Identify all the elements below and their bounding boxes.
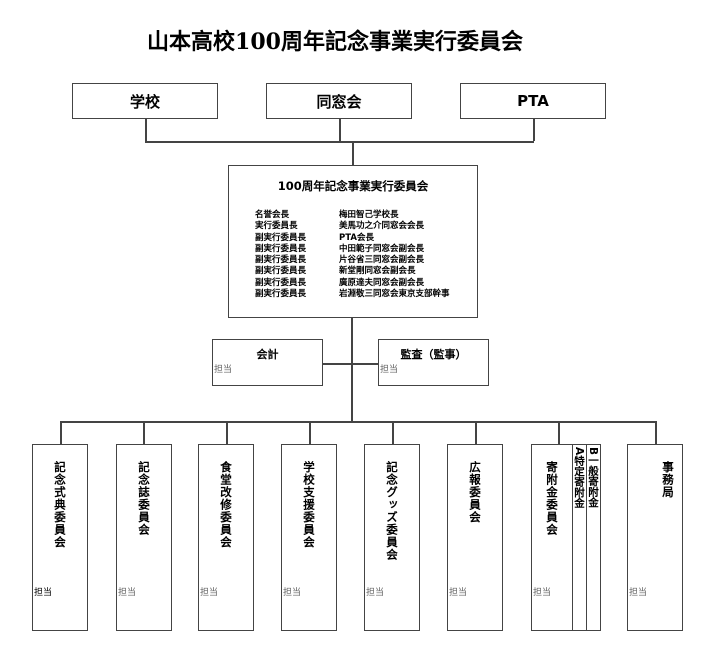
connector: [655, 421, 657, 444]
member-role: 副実行委員長: [255, 277, 307, 288]
connector: [60, 421, 62, 444]
org-box-school: 学校: [72, 83, 218, 119]
subcommittee-box: 広報委員会 担当: [447, 444, 503, 631]
subcommittee-box: 学校支援委員会 担当: [281, 444, 337, 631]
tanto-label: 担当: [629, 588, 648, 598]
member-name: PTA会長: [339, 232, 374, 243]
connector: [352, 141, 354, 165]
connector: [309, 421, 311, 444]
member-row: 副実行委員長 廣原達夫同窓会副会長: [255, 278, 450, 289]
tanto-label: 担当: [200, 588, 219, 598]
tanto-label: 担当: [283, 588, 302, 598]
member-name: 新堂剛同窓会副会長: [339, 266, 416, 277]
member-row: 副実行委員長 PTA会長: [255, 233, 450, 244]
donation-type-label: B一般寄附金: [587, 447, 599, 508]
connector: [533, 119, 535, 141]
connector: [558, 421, 560, 444]
page-title: 山本高校100周年記念事業実行委員会: [147, 29, 523, 55]
member-name: 梅田智己学校長: [339, 210, 399, 220]
subcommittee-label: 食堂改修委員会: [219, 461, 233, 549]
tanto-label: 担当: [34, 588, 53, 598]
member-name: 美馬功之介同窓会会長: [339, 221, 425, 232]
org-box-pta: PTA: [460, 83, 606, 119]
member-row: 実行委員長 美馬功之介同窓会会長: [255, 221, 450, 232]
member-row: 副実行委員長 片谷省三同窓会副会長: [255, 255, 450, 266]
subcommittee-box: 記念式典委員会 担当: [32, 444, 88, 631]
connector: [145, 119, 147, 141]
org-box-alumni: 同窓会: [266, 83, 412, 119]
connector: [145, 141, 534, 143]
member-row: 名誉会長 梅田智己学校長: [255, 210, 450, 221]
donation-type-box: A特定寄附金: [572, 444, 587, 631]
member-role: 名誉会長: [255, 210, 290, 220]
member-name: 片谷省三同窓会副会長: [339, 255, 425, 266]
member-name: 中田範子同窓会副会長: [339, 243, 425, 254]
connector: [226, 421, 228, 444]
member-role: 副実行委員長: [255, 243, 307, 254]
member-role: 副実行委員長: [255, 289, 307, 300]
connector: [323, 363, 379, 365]
member-role: 副実行委員長: [255, 255, 307, 266]
connector: [60, 421, 656, 423]
subcommittee-label: 学校支援委員会: [302, 461, 316, 549]
member-row: 副実行委員長 新堂剛同窓会副会長: [255, 266, 450, 277]
subcommittee-label: 記念誌委員会: [137, 461, 151, 536]
tanto-label: 担当: [118, 588, 137, 598]
tanto-label: 担当: [533, 588, 552, 598]
tanto-label: 担当: [380, 365, 399, 375]
committee-title: 100周年記念事業実行委員会: [277, 179, 429, 193]
donation-type-label: A特定寄附金: [573, 447, 585, 508]
connector: [475, 421, 477, 444]
member-row: 副実行委員長 岩淵敬三同窓会東京支部幹事: [255, 289, 450, 300]
subcommittee-label: 事務局: [661, 461, 675, 499]
tanto-label: 担当: [366, 588, 385, 598]
tanto-label: 担当: [214, 365, 233, 375]
audit-label: 監査（監事）: [400, 348, 467, 361]
tanto-label: 担当: [449, 588, 468, 598]
connector: [392, 421, 394, 444]
connector: [351, 318, 353, 421]
executive-committee-box: 100周年記念事業実行委員会 名誉会長 梅田智己学校長 実行委員長 美馬功之介同窓会…: [228, 165, 478, 318]
subcommittee-box: 事務局 担当: [627, 444, 683, 631]
donation-type-box: B一般寄附金: [586, 444, 601, 631]
subcommittee-box: 食堂改修委員会 担当: [198, 444, 254, 631]
connector: [143, 421, 145, 444]
subcommittee-box: 記念グッズ委員会 担当: [364, 444, 420, 631]
connector: [339, 119, 341, 141]
member-role: 副実行委員長: [255, 232, 307, 243]
subcommittee-label: 寄附金委員会: [545, 461, 559, 536]
member-name: 廣原達夫同窓会副会長: [339, 277, 425, 288]
member-role: 実行委員長: [255, 221, 298, 232]
accounting-label: 会計: [256, 348, 279, 361]
subcommittee-box: 記念誌委員会 担当: [116, 444, 172, 631]
member-role: 副実行委員長: [255, 266, 307, 277]
accounting-box: 会計 担当: [212, 339, 323, 386]
member-row: 副実行委員長 中田範子同窓会副会長: [255, 244, 450, 255]
audit-box: 監査（監事） 担当: [378, 339, 489, 386]
member-name: 岩淵敬三同窓会東京支部幹事: [339, 289, 450, 300]
subcommittee-label: 記念式典委員会: [53, 461, 67, 549]
subcommittee-label: 広報委員会: [468, 461, 482, 524]
subcommittee-box: 寄附金委員会 担当: [531, 444, 573, 631]
subcommittee-label: 記念グッズ委員会: [385, 461, 399, 561]
